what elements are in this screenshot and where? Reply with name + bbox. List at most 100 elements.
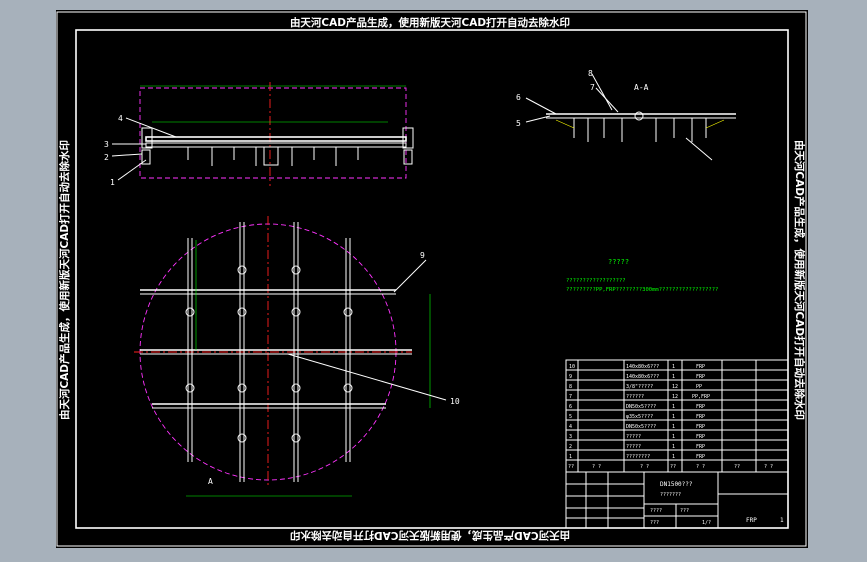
svg-text:1: 1 [672,364,675,370]
leader-10 [287,353,447,401]
parts-row: 10 140x80x6??? 1 FRP [569,364,705,370]
plan-grid [140,222,412,482]
svg-text:2: 2 [569,444,572,450]
svg-text:FRP: FRP [696,424,705,430]
svg-text:FRP: FRP [696,404,705,410]
front-view-envelope [139,87,407,179]
notes: ????? ?????????????????? ?????????PP,FRP… [566,258,718,293]
leader-9 [393,259,427,293]
left-support-ring [141,127,153,149]
svg-text:1: 1 [672,404,675,410]
svg-text:FRP: FRP [696,374,705,380]
svg-text:PP,FRP: PP,FRP [692,394,710,400]
svg-text:3/8"?????: 3/8"????? [626,384,653,390]
title-block: DN1500??? ??????? ???? ??? ??? 1/? FRP 1 [565,471,789,529]
svg-text:12: 12 [672,384,678,390]
note-line-1: ?????????????????? [566,278,626,284]
parts-header-row: ?? ? ? ? ? ?? ? ? ?? ? ? [568,464,773,470]
callout-8: 8 [588,69,593,78]
watermark-left: 由天河CAD产品生成，使用新版天河CAD打开自动去除水印 [58,140,71,420]
svg-text:4: 4 [569,424,572,430]
notes-heading: ????? [608,258,629,266]
leader-5 [525,115,551,123]
outer-border [56,11,807,547]
svg-text:1: 1 [672,424,675,430]
section-weld-left [555,119,575,129]
svg-text:10: 10 [569,364,575,370]
svg-text:? ?: ? ? [696,464,705,470]
parts-row: 1???????? 1 FRP [569,454,705,460]
drawing-canvas[interactable]: 由天河CAD产品生成，使用新版天河CAD打开自动去除水印 由天河CAD产品生成，… [56,10,808,548]
svg-text:DN50x5????: DN50x5???? [626,404,656,410]
parts-list-frame [565,359,789,473]
svg-text:??: ?? [670,464,676,470]
plan-view: 9 10 A [134,216,460,497]
section-weld-right [705,119,725,129]
svg-text:1: 1 [672,454,675,460]
svg-text:????????: ???????? [626,454,650,460]
watermark-bottom: 由天河CAD产品生成，使用新版天河CAD打开自动去除水印 [290,529,570,542]
svg-text:FRP: FRP [696,444,705,450]
svg-text:FRP: FRP [696,364,705,370]
svg-text:?????: ????? [626,434,641,440]
section-center-pipe [634,111,644,121]
parts-row: 7?????? 12 PP,FRP [569,394,710,400]
svg-text:1: 1 [569,454,572,460]
svg-text:??: ?? [734,464,740,470]
support-plate-bottom [145,142,407,148]
front-ribs [187,146,359,166]
title-block-frame [565,471,789,529]
section-view: A-A 6 5 8 7 [516,69,736,161]
svg-text:FRP: FRP [696,434,705,440]
sheet-number: 1 [780,517,784,524]
section-detail-leader [685,137,713,161]
watermark-top: 由天河CAD产品生成，使用新版天河CAD打开自动去除水印 [290,16,570,29]
svg-text:1: 1 [672,374,675,380]
svg-text:1: 1 [672,414,675,420]
svg-text:FRP: FRP [696,454,705,460]
plan-bolt-holes [185,265,353,443]
rev-row-3: ??? [650,520,659,526]
title-material: FRP [746,517,757,524]
cad-drawing-viewport[interactable]: 由天河CAD产品生成，使用新版天河CAD打开自动去除水印 由天河CAD产品生成，… [56,10,808,548]
svg-text:7: 7 [569,394,572,400]
support-plate-top [145,136,407,142]
leader-1 [117,159,147,181]
svg-text:PP: PP [696,384,702,390]
leader-4 [125,117,177,138]
leader-7 [595,87,619,113]
svg-text:5: 5 [569,414,572,420]
leader-6 [525,97,557,115]
callout-4: 4 [118,114,123,123]
callout-1: 1 [110,178,115,187]
svg-text:12: 12 [672,394,678,400]
callout-9: 9 [420,251,425,260]
svg-text:??????: ?????? [626,394,644,400]
parts-list-grid [566,360,788,472]
callout-7: 7 [590,83,595,92]
scale: 1/? [702,520,711,526]
svg-text:140x80x6???: 140x80x6??? [626,364,659,370]
svg-text:? ?: ? ? [640,464,649,470]
svg-text:3: 3 [569,434,572,440]
watermark-right: 由天河CAD产品生成，使用新版天河CAD打开自动去除水印 [793,140,806,420]
svg-text:8: 8 [569,384,572,390]
rev-row-1: ???? [650,508,662,514]
drawing-subtitle: ??????? [660,492,681,498]
svg-text:? ?: ? ? [592,464,601,470]
svg-text:??: ?? [568,464,574,470]
svg-text:?????: ????? [626,444,641,450]
leader-2 [111,153,143,157]
front-view: 4 3 2 1 [104,82,414,187]
inner-border [75,29,789,529]
callout-2: 2 [104,153,109,162]
callout-6: 6 [516,93,521,102]
